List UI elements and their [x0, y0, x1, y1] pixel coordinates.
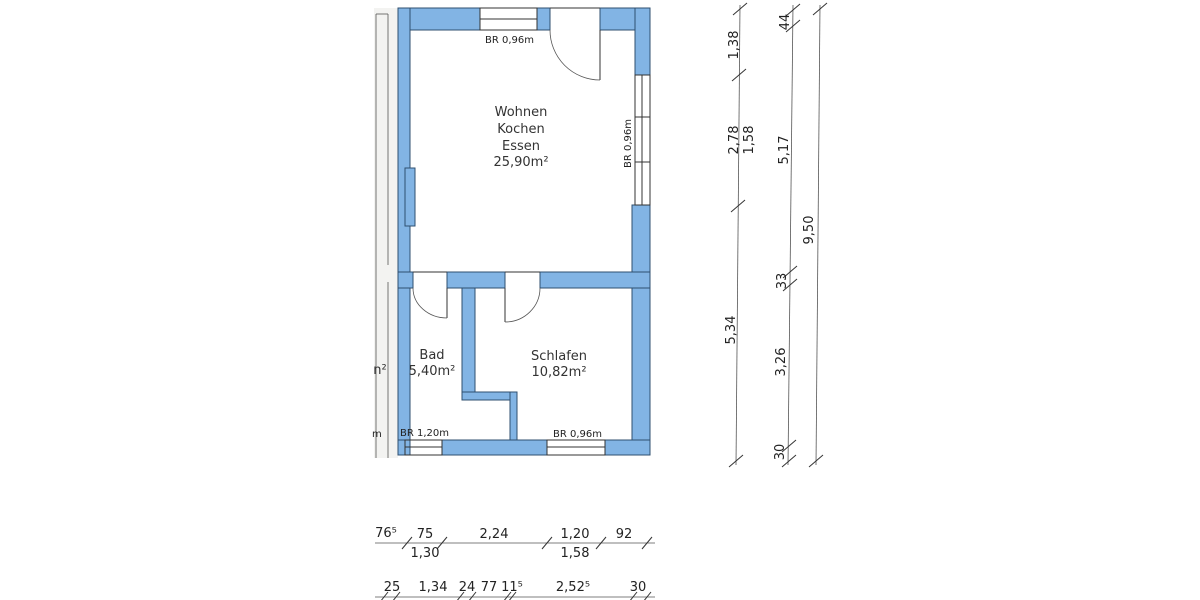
dimension-col-right-2: 44 5,17 33 3,26 30 — [773, 3, 801, 468]
dim-label: 9,50 — [802, 216, 817, 245]
window-label-bad: BR 1,20m — [400, 428, 449, 439]
room-schlafen: Schlafen 10,82m² — [531, 349, 587, 380]
dim-label: 1,20 — [561, 527, 590, 542]
windows — [404, 7, 651, 456]
window-bad — [404, 439, 443, 456]
window-right — [634, 74, 651, 206]
dim-label: 77 — [481, 580, 498, 595]
dim-label: 1,58 — [561, 546, 590, 561]
room-name-kochen: Kochen — [497, 122, 544, 137]
dim-label: 76⁵ — [375, 526, 397, 541]
neighbour-unit: n² m — [372, 8, 398, 458]
room-name-bad: Bad — [419, 348, 444, 363]
dim-label: 11⁵ — [501, 580, 523, 595]
neighbour-br-fragment: m — [372, 429, 382, 440]
window-label-top: BR 0,96m — [485, 35, 534, 46]
window-label-right: BR 0,96m — [623, 119, 634, 168]
dim-label: 30 — [773, 444, 788, 461]
dim-label: 2,52⁵ — [556, 580, 590, 595]
room-name-essen: Essen — [502, 139, 540, 154]
dim-label: 2,24 — [480, 527, 509, 542]
room-area-bad: 5,40m² — [409, 364, 456, 379]
room-bad: Bad 5,40m² — [409, 348, 456, 379]
dim-label: 44 — [778, 14, 793, 31]
room-wohnen: Wohnen Kochen Essen 25,90m² — [493, 105, 548, 170]
window-label-schlafen: BR 0,96m — [553, 429, 602, 440]
room-name-schlafen: Schlafen — [531, 349, 587, 364]
window-schlafen — [546, 439, 606, 456]
dim-label: 92 — [616, 527, 633, 542]
window-top — [479, 7, 538, 31]
room-area-schlafen: 10,82m² — [531, 365, 586, 380]
dimension-col-right-3: 9,50 — [802, 2, 828, 468]
dimension-col-right-1: 1,38 2,78 1,58 5,34 — [724, 2, 757, 468]
doors — [412, 7, 601, 323]
dim-label: 1,30 — [411, 546, 440, 561]
dim-label: 1,38 — [727, 31, 742, 60]
dim-label: 33 — [775, 273, 790, 290]
entrance-door — [549, 7, 601, 81]
schlafen-door — [504, 271, 541, 323]
dimension-row-bottom-1: 76⁵ 75 1,30 2,24 1,20 1,58 92 — [375, 526, 655, 561]
dim-label: 3,26 — [774, 348, 789, 377]
dim-label: 75 — [417, 527, 434, 542]
neighbour-area-fragment: n² — [373, 363, 386, 378]
dimension-row-bottom-2: 25 1,34 24 77 11⁵ 2,52⁵ 30 — [375, 580, 655, 600]
dim-label: 5,34 — [724, 316, 739, 345]
room-name-wohnen: Wohnen — [495, 105, 548, 120]
dim-label: 2,78 — [727, 126, 742, 155]
dim-label: 5,17 — [777, 136, 792, 165]
walls — [397, 7, 651, 456]
dim-label: 30 — [630, 580, 647, 595]
dim-label: 25 — [384, 580, 401, 595]
room-area-wohnen: 25,90m² — [493, 155, 548, 170]
dim-label: 1,58 — [742, 126, 757, 155]
dim-label: 24 — [459, 580, 476, 595]
dim-label: 1,34 — [419, 580, 448, 595]
bad-door — [412, 271, 448, 319]
